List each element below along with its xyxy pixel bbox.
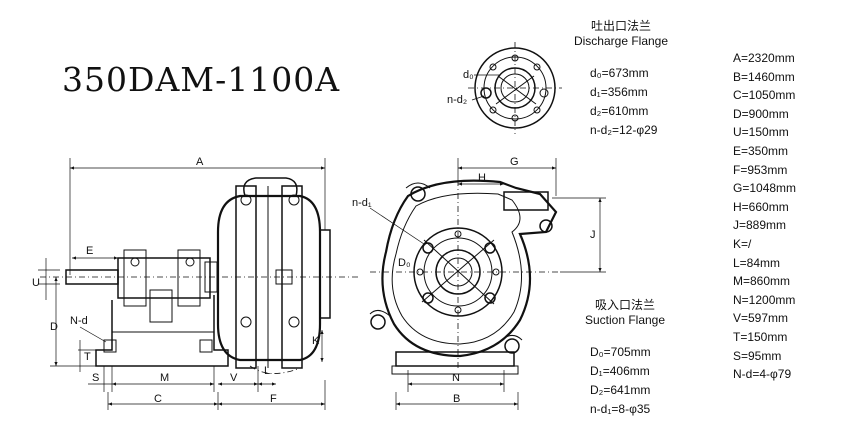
pump-side-view: A <box>32 156 360 410</box>
discharge-flange-specs: d₀=673mm d₁=356mm d₂=610mm n-d₂=12-φ29 <box>590 64 657 140</box>
dim-V: V=597mm <box>733 311 789 326</box>
discharge-flange-title-en: Discharge Flange <box>573 34 669 48</box>
suction-flange-side <box>319 229 331 319</box>
suction-spec-nd1: n-d₁=8-φ35 <box>590 402 651 416</box>
discharge-spec-d0: d₀=673mm <box>590 66 649 80</box>
suction-flange-specs: D₀=705mm D₁=406mm D₂=641mm n-d₁=8-φ35 <box>590 343 651 419</box>
dimension-list: A=2320mm B=1460mm C=1050mm D=900mm U=150… <box>733 49 796 384</box>
label-M: M <box>160 372 169 384</box>
label-S: S <box>92 372 99 384</box>
dim-T: T=150mm <box>733 329 788 344</box>
label-B: B <box>453 393 460 405</box>
suction-flange-caption: 吸入口法兰 Suction Flange <box>570 296 680 327</box>
suction-spec-D0: D₀=705mm <box>590 345 651 359</box>
discharge-spec-d2: d₂=610mm <box>590 104 649 118</box>
dim-M: M=860mm <box>733 274 791 289</box>
label-J: J <box>590 229 596 241</box>
discharge-flange-title-cn: 吐出口法兰 <box>590 19 651 33</box>
suction-flange-title-cn: 吸入口法兰 <box>594 298 655 312</box>
discharge-spec-d1: d₁=356mm <box>590 85 648 99</box>
label-nd1: n-d₁ <box>352 197 372 209</box>
dim-C: C=1050mm <box>733 88 796 103</box>
suction-bolt-holes <box>416 230 500 314</box>
label-D0: D₀ <box>398 257 411 269</box>
dim-U: U=150mm <box>733 125 789 140</box>
label-U: U <box>32 277 40 289</box>
dim-E: E=350mm <box>733 143 789 158</box>
label-K: K <box>312 335 320 347</box>
discharge-flange-view: d₀ n-d₂ <box>447 42 562 134</box>
label-Nd: N-d <box>70 315 88 327</box>
dim-D: D=900mm <box>733 106 789 121</box>
model-title: 350DAM-1100A <box>62 60 341 99</box>
dim-K: K=/ <box>733 236 752 251</box>
label-C: C <box>154 393 162 405</box>
pump-casing-side <box>216 194 322 362</box>
suction-flange-title-en: Suction Flange <box>584 313 666 327</box>
label-F: F <box>270 393 277 405</box>
dim-Nd: N-d=4-φ79 <box>733 367 792 382</box>
dim-J: J=889mm <box>733 218 787 233</box>
pump-base-front <box>395 351 515 367</box>
label-A: A <box>196 156 204 168</box>
dim-L: L=84mm <box>733 255 781 270</box>
discharge-flange-caption: 吐出口法兰 Discharge Flange <box>566 17 676 48</box>
dim-H: H=660mm <box>733 199 789 214</box>
dim-F: F=953mm <box>733 162 788 177</box>
pump-front-view: n-d₁ D₀ G H J N B <box>352 156 606 410</box>
label-V: V <box>230 372 238 384</box>
suction-spec-D2: D₂=641mm <box>590 383 651 397</box>
label-H: H <box>478 172 486 184</box>
dim-N: N=1200mm <box>733 292 796 307</box>
dim-G: G=1048mm <box>733 181 797 196</box>
pump-frame <box>95 295 229 367</box>
discharge-bolt-holes <box>480 54 549 122</box>
label-E: E <box>86 245 93 257</box>
dim-A: A=2320mm <box>733 51 795 65</box>
label-T: T <box>84 351 91 363</box>
bearing-housing <box>117 257 211 299</box>
label-L: L <box>264 365 270 377</box>
dim-B: B=1460mm <box>733 69 795 84</box>
label-d0: d₀ <box>463 69 474 81</box>
pump-volute <box>381 179 558 358</box>
label-G: G <box>510 156 519 168</box>
label-N: N <box>452 372 460 384</box>
label-nd2: n-d₂ <box>447 94 467 106</box>
discharge-spec-nd2: n-d₂=12-φ29 <box>590 123 658 137</box>
suction-spec-D1: D₁=406mm <box>590 364 650 378</box>
dim-S: S=95mm <box>733 348 782 363</box>
label-D: D <box>50 321 58 333</box>
